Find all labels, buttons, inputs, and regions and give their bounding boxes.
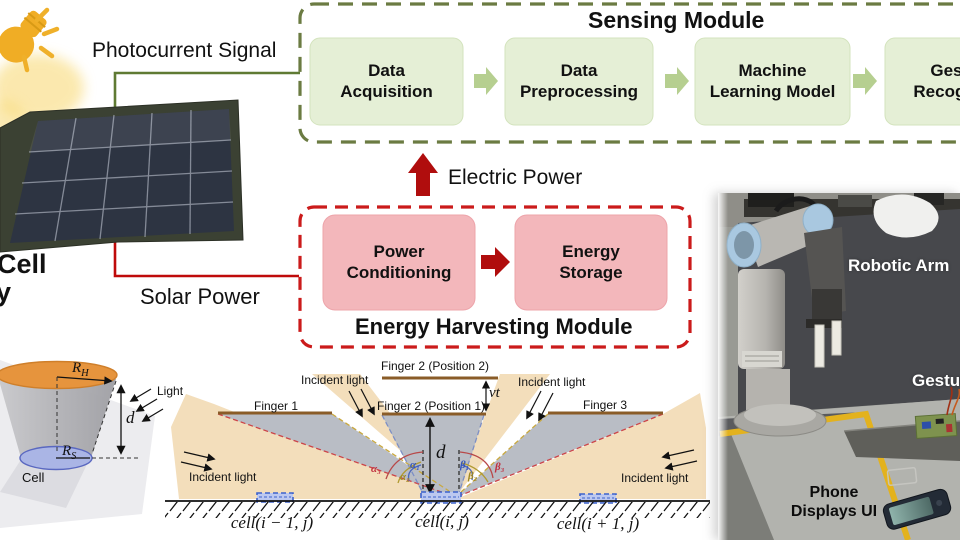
beta1-label: β₁ [460, 459, 470, 471]
box-power-conditioning: Power Conditioning [346, 242, 452, 282]
circuit-board [914, 413, 958, 439]
photocurrent-signal-label: Photocurrent Signal [92, 39, 277, 62]
radius-cell-label: RS [62, 443, 77, 462]
finger-depth-label: d [436, 442, 446, 463]
beta2-label: β₂ [468, 470, 478, 482]
electric-power-arrow-icon [408, 153, 438, 196]
table-marking [886, 467, 918, 486]
robot-arm [726, 196, 846, 437]
beta3-label: β₃ [495, 461, 505, 473]
cone-light-label: Light [157, 384, 184, 398]
step-gesture-recognition: Gesture Recognition [913, 61, 960, 101]
photo-illustration [718, 193, 960, 540]
finger1-label: Finger 1 [254, 399, 299, 413]
incident-light-label-1: Incident light [189, 470, 257, 484]
incident-light-label-2: Incident light [301, 373, 369, 387]
cone-depth-label: d [126, 408, 135, 427]
alpha1-label: α₁ [410, 459, 420, 471]
electric-power-label: Electric Power [448, 166, 583, 189]
finger2-pos2-label: Finger 2 (Position 2) [381, 359, 490, 373]
solar-power-label: Solar Power [140, 284, 260, 309]
step-data-preprocessing: Data Preprocessing [519, 61, 639, 101]
solar-cells [256, 491, 617, 504]
finger2-pos1-label: Finger 2 (Position 1) [377, 399, 486, 413]
array-label-fragment: y [0, 277, 12, 307]
finger3-label: Finger 3 [583, 398, 628, 412]
cell-i-plus-1-label: cell(i + 1, j) [556, 514, 640, 533]
cone-cell-label: Cell [22, 470, 45, 485]
incident-light-label-4: Incident light [621, 471, 689, 485]
finger-lines [218, 376, 663, 416]
finger-shadow-diagram [165, 374, 710, 518]
radius-hole-label: RH [72, 360, 89, 379]
alpha3-label: α₃ [371, 463, 381, 475]
flow-arrow-icon [474, 67, 877, 95]
cell-i-label: cell(i, j) [415, 512, 469, 531]
phone [882, 488, 952, 530]
sensing-module-title: Sensing Module [588, 7, 765, 33]
backdrop-panel [738, 209, 960, 415]
incident-light-arrows [180, 388, 698, 472]
optical-table [718, 434, 774, 540]
step-data-acquisition: Data Acquisition [340, 61, 433, 101]
incident-light-label-3: Incident light [518, 375, 586, 389]
solar-cell-label-fragment: Cell [0, 249, 47, 279]
gesture-label: Gesture [912, 371, 960, 390]
robotic-arm-label: Robotic Arm [848, 256, 950, 275]
cone-cell-diagram [0, 360, 164, 528]
photocurrent-line [113, 71, 300, 110]
vt-label: vt [489, 385, 500, 401]
energy-module-title: Energy Harvesting Module [355, 314, 633, 339]
box-energy-storage: Energy Storage [559, 242, 623, 282]
step-machine-learning-model: Machine Learning Model [709, 61, 836, 101]
energy-flow-arrow-icon [481, 247, 510, 277]
alpha2-label: α₂ [400, 471, 410, 483]
energy-module-box [298, 153, 692, 349]
sensing-module-box [298, 2, 960, 144]
cell-i-minus-1-label: cell(i − 1, j) [230, 513, 314, 532]
solar-panel-illustration [0, 99, 244, 253]
solar-power-line [113, 238, 299, 278]
white-cloth [873, 194, 939, 238]
